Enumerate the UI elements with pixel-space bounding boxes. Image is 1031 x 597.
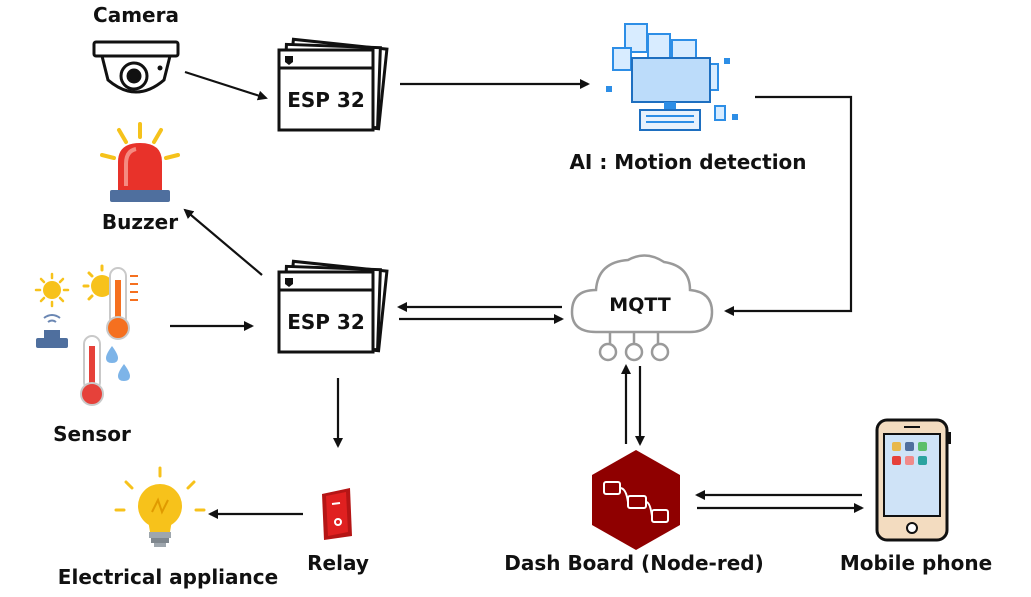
- dashboard-node: Dash Board (Node-red): [504, 450, 764, 575]
- mobile-node: Mobile phone: [840, 418, 992, 575]
- appliance-node: Electrical appliance: [58, 466, 278, 589]
- alarm-siren-icon: [100, 122, 180, 202]
- smartphone-icon: [875, 418, 951, 542]
- light-bulb-icon: [114, 466, 206, 547]
- ai-label: AI : Motion detection: [569, 150, 806, 174]
- appliance-label: Electrical appliance: [58, 565, 278, 589]
- esp32-top-node: ESP 32: [277, 37, 389, 132]
- connectors: [170, 70, 864, 519]
- arrow-camera-to-esp-top: [184, 70, 268, 101]
- mqtt-node: MQTT: [570, 254, 714, 362]
- buzzer-node: Buzzer: [100, 122, 180, 234]
- arrow-ai-to-mqtt: [724, 95, 853, 316]
- ai-node: AI : Motion detection: [569, 23, 807, 174]
- camera-label: Camera: [93, 3, 179, 27]
- temperature-sensor-icon: [34, 264, 138, 406]
- sensor-node: Sensor: [34, 264, 138, 446]
- mobile-label: Mobile phone: [840, 551, 992, 575]
- arrow-esp-mid-to-buzzer: [183, 208, 263, 276]
- relay-label: Relay: [307, 551, 369, 575]
- buzzer-label: Buzzer: [102, 210, 178, 234]
- esp32-top-label: ESP 32: [287, 88, 365, 112]
- esp32-mid-node: ESP 32: [277, 259, 389, 354]
- camera-node: Camera: [92, 3, 180, 94]
- dashboard-label: Dash Board (Node-red): [504, 551, 764, 575]
- mqtt-label: MQTT: [609, 294, 670, 316]
- microcontroller-board-icon: [277, 37, 389, 132]
- security-camera-icon: [92, 40, 180, 94]
- microcontroller-board-icon: [277, 259, 389, 354]
- power-switch-icon: [322, 488, 352, 540]
- node-red-logo-icon: [592, 450, 680, 550]
- esp32-mid-label: ESP 32: [287, 310, 365, 334]
- cloud-network-icon: [570, 254, 714, 362]
- sensor-label: Sensor: [53, 422, 131, 446]
- relay-node: Relay: [307, 488, 369, 575]
- computer-monitor-icon: [606, 23, 738, 131]
